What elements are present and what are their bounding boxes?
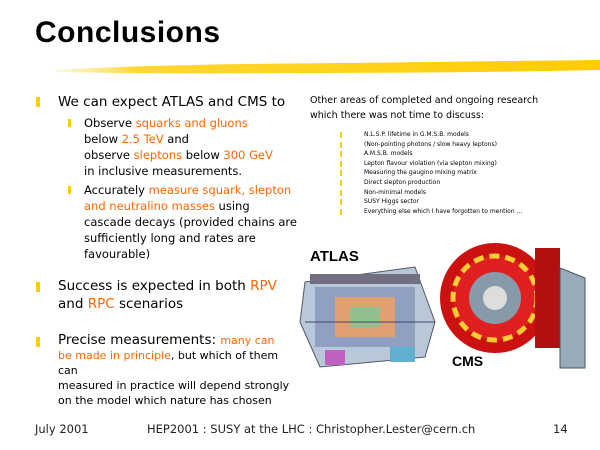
other-area-item: Non-minimal models [340,188,522,198]
other-area-item: Lepton flavour violation (via slepton mi… [340,159,522,169]
bullet-icon [68,119,71,127]
other-area-item: Direct slepton production [340,178,522,188]
footer-center: HEP2001 : SUSY at the LHC : Christopher.… [147,422,476,436]
atlas-label: ATLAS [310,248,359,265]
bullet-icon [68,186,71,194]
footer-date: July 2001 [35,422,89,436]
cms-label: CMS [452,353,484,369]
other-area-item: N.L.S.P. lifetime in G.M.S.B. models [340,130,522,140]
other-area-item: SUSY Higgs sector [340,197,522,207]
atlas-detector-image [299,266,436,368]
sub-bullet-1: Observe squarks and gluons below 2.5 TeV… [84,116,273,178]
highlighter-stroke [55,60,600,74]
other-area-item: A.M.S.B. models [340,149,522,159]
sub-bullet-2: Accurately measure squark, slepton and n… [84,183,297,261]
bullet-1: We can expect ATLAS and CMS to [58,94,286,110]
bullet-icon [36,282,40,292]
bullet-2: Success is expected in both RPV and RPC … [58,278,277,312]
slide-title: Conclusions [35,16,221,49]
other-area-item: Everything else which I have forgotten t… [340,207,522,217]
bullet-icon [36,97,40,107]
bullet-icon [36,337,40,347]
cms-detector-image [440,243,586,369]
other-area-item: (Non-pointing photons / slow heavy lepto… [340,140,522,150]
bullet-3: Precise measurements: many can be made i… [58,332,290,408]
other-area-item: Measuring the gaugino mixing matrix [340,168,522,178]
other-areas-list: N.L.S.P. lifetime in G.M.S.B. models(Non… [340,130,522,216]
other-areas-heading: Other areas of completed and ongoing res… [310,95,539,121]
page-number: 14 [553,422,568,436]
